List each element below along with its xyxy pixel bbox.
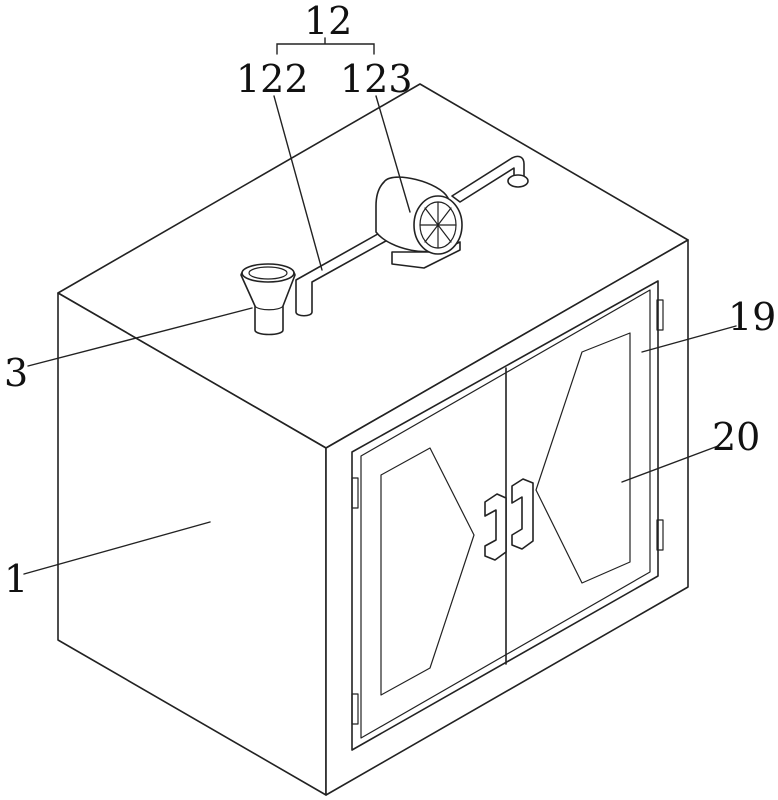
label-12: 12 bbox=[304, 0, 352, 43]
left-door-window bbox=[380, 447, 475, 696]
door-frame-outer bbox=[351, 280, 659, 751]
hinge-left-bottom bbox=[351, 693, 359, 725]
hinge-left-top bbox=[351, 477, 359, 509]
label-123: 123 bbox=[340, 57, 413, 101]
leader-122 bbox=[273, 95, 323, 271]
leader-1 bbox=[23, 521, 211, 575]
leader-3 bbox=[27, 307, 253, 367]
right-door-window bbox=[535, 332, 631, 584]
outlet-nozzle bbox=[507, 174, 529, 188]
leader-19 bbox=[641, 325, 737, 353]
door-assembly bbox=[351, 280, 664, 751]
cabinet-body bbox=[57, 83, 689, 796]
leader-20 bbox=[621, 445, 719, 483]
label-20: 20 bbox=[712, 415, 760, 459]
left-door-handle bbox=[484, 493, 507, 561]
door-frame-inner bbox=[360, 289, 651, 739]
cabinet-front-face bbox=[325, 239, 689, 796]
hinge-right-top bbox=[656, 299, 664, 331]
bracket-12 bbox=[276, 37, 375, 55]
funnel bbox=[240, 263, 296, 336]
hinge-right-bottom bbox=[656, 519, 664, 551]
label-1: 1 bbox=[4, 557, 28, 601]
part-labels: 12 122 123 3 1 19 20 bbox=[4, 0, 776, 601]
right-door-handle bbox=[511, 478, 534, 550]
leader-lines bbox=[23, 37, 737, 575]
label-122: 122 bbox=[236, 57, 309, 101]
label-19: 19 bbox=[728, 295, 776, 339]
fan-blower bbox=[375, 155, 529, 269]
label-3: 3 bbox=[4, 351, 28, 395]
leader-123 bbox=[375, 95, 411, 213]
